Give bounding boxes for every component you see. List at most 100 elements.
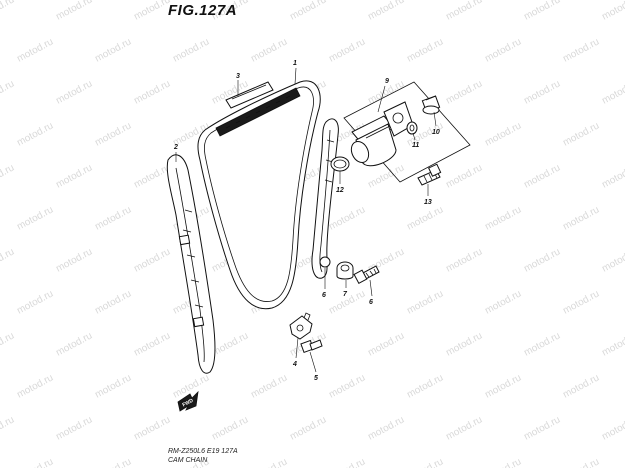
callout-4: 4 xyxy=(292,361,297,368)
watermark-text: motod.ru xyxy=(288,0,328,23)
watermark-text: motod.ru xyxy=(366,414,406,442)
watermark-text: motod.ru xyxy=(561,372,601,400)
watermark-text: motod.ru xyxy=(54,0,94,23)
cap-bolt[interactable] xyxy=(421,95,441,115)
watermark-text: motod.ru xyxy=(0,78,16,106)
watermark-text: motod.ru xyxy=(0,0,16,23)
watermark-text: motod.ru xyxy=(93,288,133,316)
watermark-text: motod.ru xyxy=(405,456,445,468)
watermark-text: motod.ru xyxy=(210,414,250,442)
figure-caption: CAM CHAIN xyxy=(168,457,208,464)
watermark-text: motod.ru xyxy=(132,246,172,274)
watermark-text: motod.ru xyxy=(15,456,55,468)
watermark-text: motod.ru xyxy=(522,78,562,106)
watermark-text: motod.ru xyxy=(93,120,133,148)
watermark-text: motod.ru xyxy=(444,162,484,190)
callout-13: 13 xyxy=(424,199,432,206)
callout-12: 12 xyxy=(336,187,344,194)
watermark-text: motod.ru xyxy=(327,36,367,64)
callout-6a: 6 xyxy=(322,292,326,299)
watermark-text: motod.ru xyxy=(0,162,16,190)
gasket[interactable] xyxy=(406,121,418,135)
watermark-text: motod.ru xyxy=(54,78,94,106)
watermark-text: motod.ru xyxy=(54,162,94,190)
chain-guide-front[interactable] xyxy=(311,118,339,279)
watermark-text: motod.ru xyxy=(366,0,406,23)
watermark-text: motod.ru xyxy=(54,330,94,358)
watermark-text: motod.ru xyxy=(15,288,55,316)
chain-guide-plate[interactable] xyxy=(225,81,274,109)
watermark-text: motod.ru xyxy=(327,456,367,468)
watermark-text: motod.ru xyxy=(366,330,406,358)
watermark-text: motod.ru xyxy=(327,288,367,316)
bolt-8[interactable] xyxy=(353,265,380,284)
watermark-text: motod.ru xyxy=(132,414,172,442)
callout-7: 7 xyxy=(343,291,348,298)
callout-numbers: 1 2 3 4 5 6 6 7 9 10 11 12 13 xyxy=(173,60,440,382)
watermark-text: motod.ru xyxy=(210,330,250,358)
watermark-text: motod.ru xyxy=(15,204,55,232)
callout-5: 5 xyxy=(314,375,318,382)
watermark-text: motod.ru xyxy=(54,414,94,442)
watermark-text: motod.ru xyxy=(93,36,133,64)
figure-model-code: RM-Z250L6 E19 127A xyxy=(168,448,238,455)
bushing[interactable] xyxy=(336,261,354,280)
watermark-text: motod.ru xyxy=(327,204,367,232)
watermark-text: motod.ru xyxy=(249,456,289,468)
watermark-text: motod.ru xyxy=(561,36,601,64)
watermark-text: motod.ru xyxy=(600,78,625,106)
o-ring[interactable] xyxy=(330,156,350,172)
watermark-text: motod.ru xyxy=(444,330,484,358)
watermark-text: motod.ru xyxy=(522,246,562,274)
watermark-text: motod.ru xyxy=(522,414,562,442)
watermark-text: motod.ru xyxy=(249,372,289,400)
watermark-text: motod.ru xyxy=(600,0,625,23)
watermark-text: motod.ru xyxy=(600,246,625,274)
watermark-text: motod.ru xyxy=(483,456,523,468)
watermark-text: motod.ru xyxy=(561,288,601,316)
bolt-5[interactable] xyxy=(300,339,323,354)
callout-3: 3 xyxy=(236,73,240,80)
forward-arrow-icon: FWD xyxy=(177,390,199,412)
watermark-text: motod.ru xyxy=(561,456,601,468)
watermark-text: motod.ru xyxy=(405,36,445,64)
callout-11: 11 xyxy=(412,142,419,149)
callout-1: 1 xyxy=(293,60,297,67)
watermark-text: motod.ru xyxy=(561,204,601,232)
watermark-text: motod.ru xyxy=(600,414,625,442)
watermark-text: motod.ru xyxy=(483,288,523,316)
watermark-text: motod.ru xyxy=(288,414,328,442)
watermark-text: motod.ru xyxy=(0,330,16,358)
watermark-text: motod.ru xyxy=(600,330,625,358)
cam-chain-tensioner[interactable] xyxy=(348,101,414,167)
leader-lines xyxy=(175,67,437,373)
watermark-text: motod.ru xyxy=(444,78,484,106)
watermark-text: motod.ru xyxy=(0,246,16,274)
callout-6b: 6 xyxy=(369,299,373,306)
watermark-text: motod.ru xyxy=(522,330,562,358)
cam-chain[interactable] xyxy=(197,80,321,310)
watermark-text: motod.ru xyxy=(93,204,133,232)
watermark-text: motod.ru xyxy=(249,36,289,64)
watermark-text: motod.ru xyxy=(132,162,172,190)
watermark-text: motod.ru xyxy=(483,372,523,400)
guide-bracket[interactable] xyxy=(289,312,313,340)
watermark-text: motod.ru xyxy=(483,204,523,232)
watermark-text: motod.ru xyxy=(327,372,367,400)
watermark-text: motod.ru xyxy=(132,330,172,358)
watermark-text: motod.ru xyxy=(93,372,133,400)
watermark-text: motod.ru xyxy=(132,78,172,106)
figure-title: FIG.127A xyxy=(168,2,238,19)
watermark-text: motod.ru xyxy=(522,0,562,23)
tensioner-guide[interactable] xyxy=(166,154,216,374)
watermark-text: motod.ru xyxy=(405,204,445,232)
watermark-text: motod.ru xyxy=(132,0,172,23)
callout-9: 9 xyxy=(385,78,389,85)
watermark-text: motod.ru xyxy=(93,456,133,468)
forward-arrow-label: FWD xyxy=(182,398,195,409)
bolt-13[interactable] xyxy=(417,163,442,186)
watermark-text: motod.ru xyxy=(15,36,55,64)
